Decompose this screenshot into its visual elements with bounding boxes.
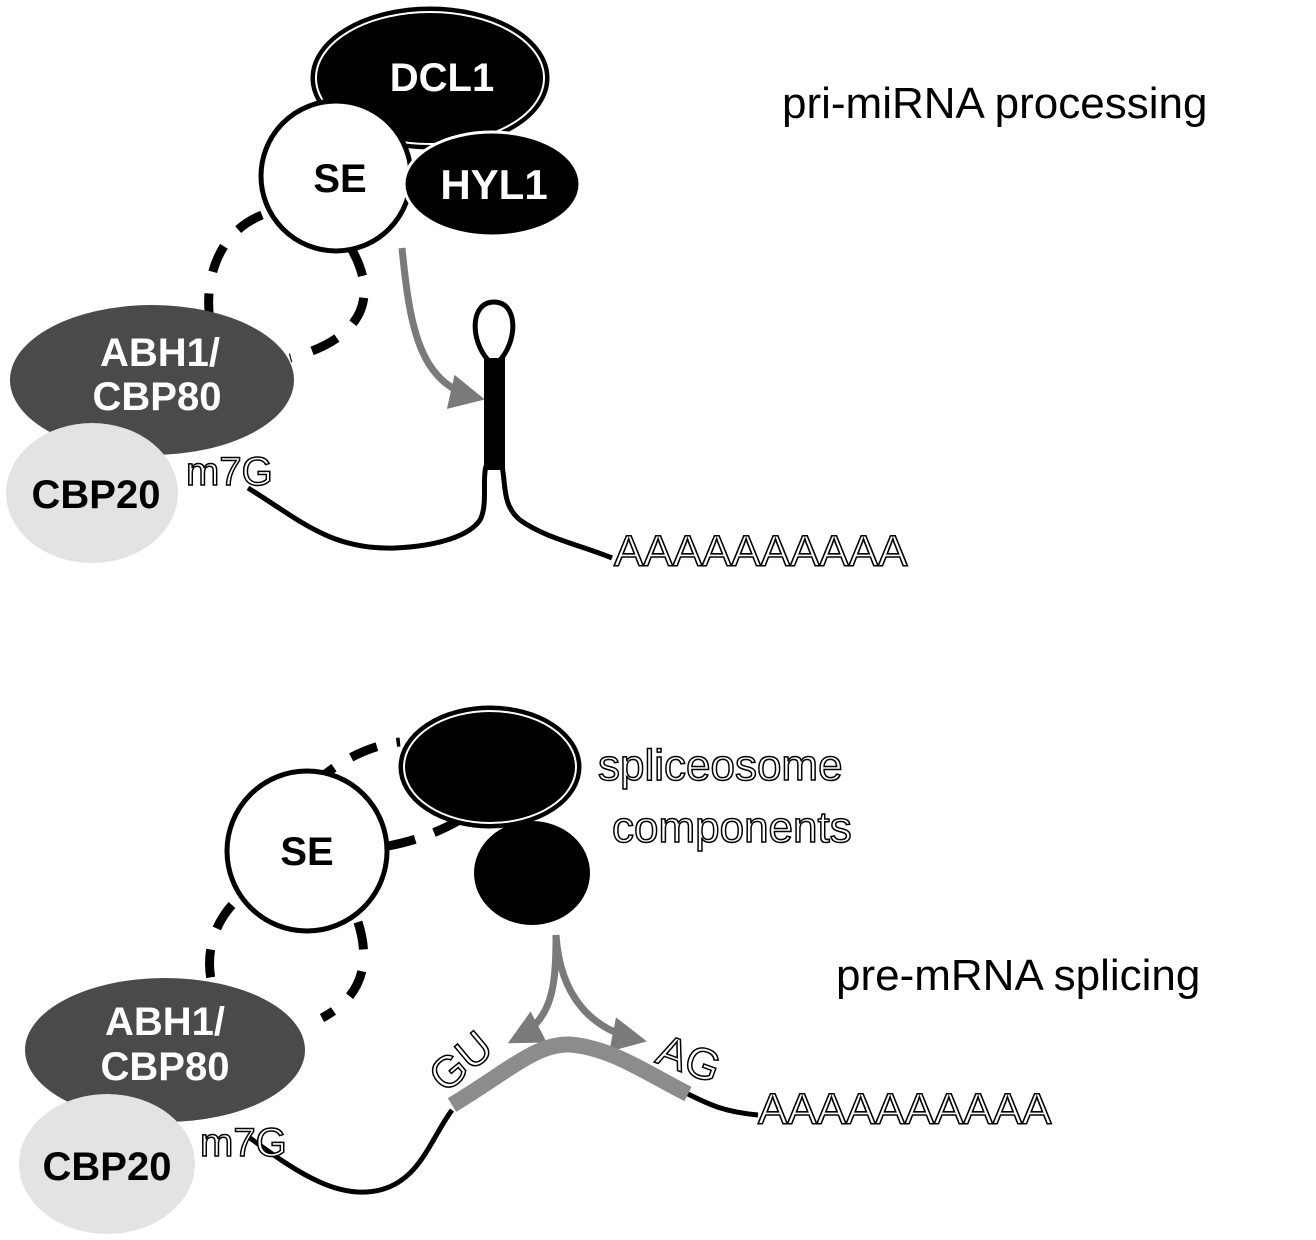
cap-label-m7g: m7G bbox=[186, 450, 273, 494]
interaction-loop-dashed-lower bbox=[205, 901, 369, 1022]
poly-a-tail-2: AAAAAAAAAA bbox=[758, 1085, 1052, 1134]
protein-label-hyl1: HYL1 bbox=[440, 161, 547, 208]
protein-abh1-cbp80: ABH1/ CBP80 bbox=[10, 305, 294, 455]
protein-cbp20: CBP20 bbox=[6, 423, 178, 563]
interaction-loop-dashed bbox=[204, 210, 369, 363]
processing-arrow bbox=[398, 247, 485, 409]
hairpin-stem bbox=[484, 358, 505, 470]
protein-se: SE bbox=[258, 98, 414, 254]
panel-pri-mirna-processing: pri-miRNA processing DCL1 SE HYL1 A bbox=[6, 6, 1207, 577]
protein-label-cbp80: CBP80 bbox=[93, 375, 222, 419]
protein-label-se-2: SE bbox=[280, 830, 333, 874]
protein-abh1-cbp80-2: ABH1/ CBP80 bbox=[25, 978, 305, 1122]
spliceosome-label-line1: spliceosome bbox=[598, 741, 843, 790]
pri-mirna-transcript bbox=[246, 299, 613, 561]
splicing-arrow-left bbox=[507, 934, 560, 1044]
protein-label-dcl1: DCL1 bbox=[390, 56, 494, 100]
panel-pre-mrna-splicing: pre-mRNA splicing SE spliceosome compone… bbox=[19, 705, 1200, 1234]
panel-title-pri-mirna: pri-miRNA processing bbox=[782, 79, 1207, 128]
protein-label-cbp20: CBP20 bbox=[32, 473, 161, 517]
protein-cbp20-2: CBP20 bbox=[19, 1094, 195, 1234]
protein-label-cbp20-2: CBP20 bbox=[43, 1145, 172, 1189]
panel-title-pre-mrna: pre-mRNA splicing bbox=[836, 951, 1200, 1000]
poly-a-tail: AAAAAAAAAA bbox=[614, 527, 908, 576]
splicing-arrow-right bbox=[552, 934, 647, 1052]
spliceosome-label-line2: components bbox=[612, 803, 852, 852]
spliceosome-component-large bbox=[398, 705, 582, 829]
pre-mrna-exon-2 bbox=[686, 1091, 759, 1118]
intron bbox=[447, 1036, 692, 1112]
protein-label-cbp80-2: CBP80 bbox=[101, 1045, 230, 1089]
pre-mrna-exon-1 bbox=[248, 1108, 455, 1195]
protein-label-abh1: ABH1/ bbox=[100, 331, 220, 375]
protein-label-abh1-2: ABH1/ bbox=[105, 1000, 225, 1044]
spliceosome-component-small bbox=[474, 821, 590, 925]
protein-se-2: SE bbox=[224, 768, 390, 934]
protein-hyl1: HYL1 bbox=[402, 130, 582, 238]
protein-label-se: SE bbox=[313, 157, 366, 201]
cap-label-m7g-2: m7G bbox=[200, 1121, 287, 1165]
hairpin-loop bbox=[472, 299, 516, 362]
